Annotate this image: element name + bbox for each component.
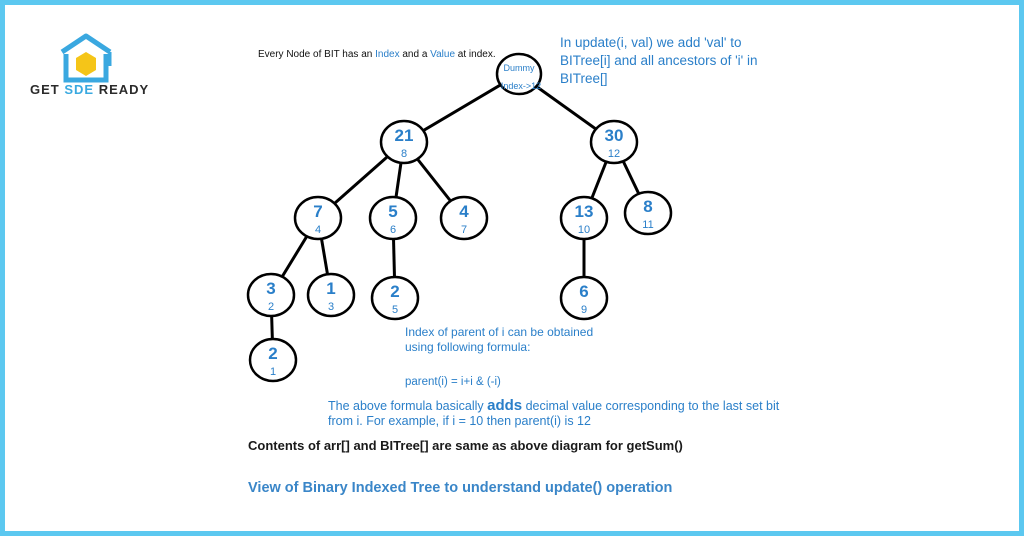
node-value: 2 — [390, 282, 399, 301]
node-index: 5 — [392, 304, 398, 316]
node-index: 4 — [315, 224, 321, 236]
node-value: 6 — [579, 282, 588, 301]
node-value: 4 — [459, 202, 469, 221]
node-circle — [623, 190, 673, 236]
tree-node-7: 47 — [439, 195, 489, 241]
node-circle — [439, 195, 489, 241]
node-circle — [559, 195, 609, 241]
node-value: 13 — [575, 202, 594, 221]
node-value: 8 — [643, 197, 652, 216]
node-index: 12 — [608, 148, 620, 160]
node-index: 11 — [642, 219, 653, 231]
node-index: 3 — [328, 301, 334, 313]
tree-node-4: 74 — [293, 195, 343, 241]
node-circle — [246, 272, 296, 318]
tree-node-dummy: Dummy Index->12 — [495, 52, 543, 96]
tree-node-11: 811 — [623, 190, 673, 236]
tree-node-3: 13 — [306, 272, 356, 318]
contents-note: Contents of arr[] and BITree[] are same … — [248, 438, 683, 453]
formula-explanation-note: The above formula basically adds decimal… — [328, 397, 780, 428]
node-value: 1 — [326, 279, 335, 298]
node-value: 3 — [266, 279, 275, 298]
tree-node-9: 69 — [559, 275, 609, 321]
diagram-caption: View of Binary Indexed Tree to understan… — [248, 480, 673, 496]
node-index: 10 — [578, 224, 590, 236]
node-index: 7 — [461, 224, 467, 236]
node-value: 2 — [268, 344, 277, 363]
node-circle — [589, 119, 639, 165]
tree-node-8: 218 — [379, 119, 429, 165]
tree-node-6: 56 — [368, 195, 418, 241]
node-index: 2 — [268, 301, 274, 313]
update-description-note: In update(i, val) we add 'val' to BITree… — [560, 35, 758, 86]
parent-formula: parent(i) = i+i & (-i) — [405, 376, 501, 388]
node-index: 8 — [401, 148, 407, 160]
brand-name: GET SDE READY — [30, 82, 150, 97]
node-circle — [368, 195, 418, 241]
logo-icon — [60, 33, 112, 83]
node-value: 21 — [395, 126, 414, 145]
node-circle — [559, 275, 609, 321]
node-description-note: Every Node of BIT has an Index and a Val… — [258, 49, 496, 60]
node-index: 6 — [390, 224, 396, 236]
dummy-index-label: Index->12 — [501, 81, 541, 91]
node-index: 1 — [270, 366, 276, 378]
node-value: 7 — [313, 202, 322, 221]
node-circle — [306, 272, 356, 318]
node-circle — [248, 337, 298, 383]
node-value: 5 — [388, 202, 397, 221]
node-circle — [379, 119, 429, 165]
node-circle — [370, 275, 420, 321]
dummy-label: Dummy — [504, 63, 535, 73]
node-index: 9 — [581, 304, 587, 316]
node-circle — [293, 195, 343, 241]
tree-node-1: 21 — [248, 337, 298, 383]
tree-node-5: 25 — [370, 275, 420, 321]
node-value: 30 — [605, 126, 624, 145]
tree-node-2: 32 — [246, 272, 296, 318]
parent-description-note: Index of parent of i can be obtained usi… — [405, 325, 594, 354]
